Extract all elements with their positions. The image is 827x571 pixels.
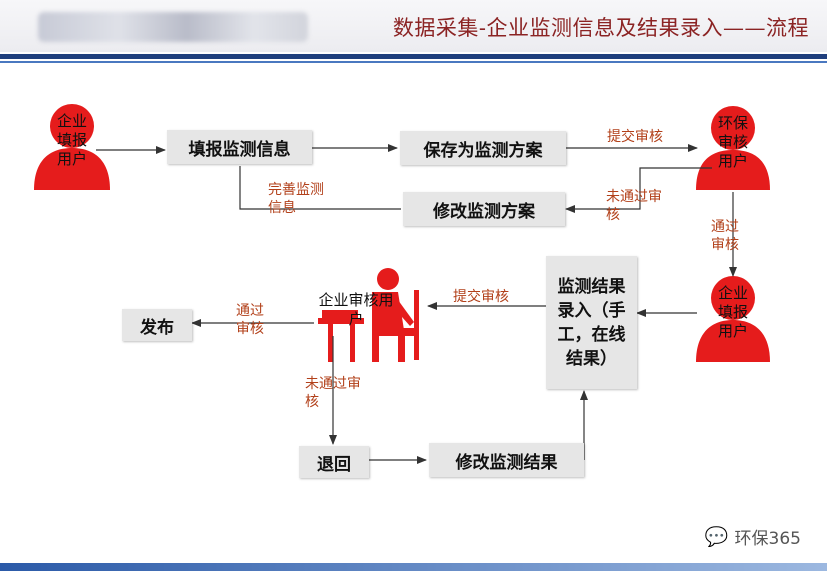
- edge-label-rejected-mid: 未通过审核: [305, 376, 361, 410]
- node-save-plan: 保存为监测方案: [400, 131, 566, 165]
- node-modify-result: 修改监测结果: [429, 443, 584, 477]
- footer-band: [0, 563, 827, 571]
- actor-enterprise-top-icon: [34, 104, 110, 190]
- edge-label-passed-right: 通过审核: [711, 219, 739, 253]
- watermark-text: 环保365: [734, 529, 801, 549]
- edge-label-passed-left: 通过审核: [236, 303, 264, 337]
- edge-label-rejected-top: 未通过审核: [606, 189, 662, 223]
- node-modify-plan: 修改监测方案: [403, 192, 565, 226]
- watermark: 💬 环保365: [705, 524, 801, 549]
- actor-env-review-label: 环保审核用户: [717, 114, 748, 170]
- edge-modify-to-fill: [239, 166, 401, 210]
- actor-enterprise-right-label: 企业填报用户: [717, 284, 748, 340]
- node-return: 退回: [299, 446, 369, 478]
- edge-label-complete-info: 完善监测信息: [268, 182, 324, 216]
- actor-enterprise-right-icon: [696, 276, 770, 362]
- actor-enterprise-top-label: 企业填报用户: [56, 112, 87, 168]
- actor-env-review-icon: [696, 106, 770, 190]
- page-title: 数据采集-企业监测信息及结果录入——流程: [392, 16, 809, 40]
- wechat-icon: 💬: [704, 526, 729, 548]
- edge-env-to-modify: [565, 167, 712, 213]
- header-divider-thick: [0, 54, 827, 59]
- actor-enterprise-review-icon: [318, 268, 419, 362]
- node-fill-info: 填报监测信息: [167, 130, 312, 164]
- node-result-entry: 监测结果录入（手工，在线结果）: [546, 256, 637, 389]
- header-divider-thin: [0, 61, 827, 63]
- actor-enterprise-review-label: 企业审核用户: [318, 291, 394, 328]
- edge-label-submit-review-mid: 提交审核: [453, 289, 509, 305]
- node-publish: 发布: [122, 309, 192, 341]
- edge-label-submit-review-top: 提交审核: [607, 129, 663, 145]
- blurred-logo: [38, 12, 308, 42]
- header-bar: 数据采集-企业监测信息及结果录入——流程: [0, 0, 827, 52]
